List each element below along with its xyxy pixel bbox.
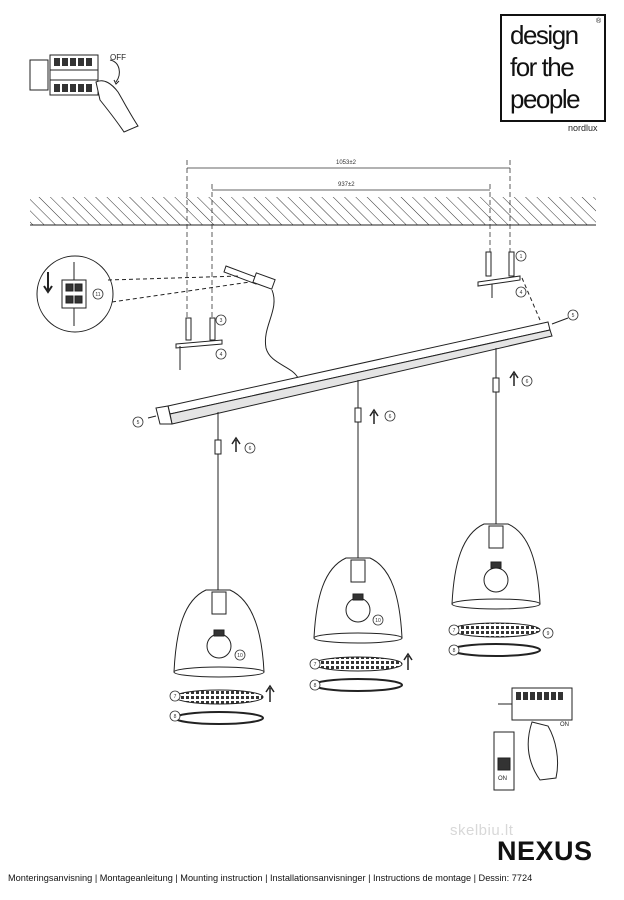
callout-numbers: 11 3 4 1 4 5 5 6 6 6 10 10 7 8 7 8 7 8 9	[95, 254, 574, 720]
svg-text:8: 8	[314, 683, 317, 689]
product-name: NEXUS	[497, 836, 593, 866]
svg-text:10: 10	[375, 618, 381, 624]
svg-text:9: 9	[547, 631, 550, 637]
dimension-lines	[186, 160, 511, 340]
on-label-top: ON	[560, 722, 569, 728]
pendant-shade-right	[451, 523, 541, 657]
svg-text:4: 4	[220, 352, 223, 358]
svg-text:11: 11	[95, 292, 100, 298]
on-label-bottom: ON	[498, 776, 507, 782]
footer-caption: Monteringsanvisning | Montageanleitung |…	[8, 873, 533, 883]
up-arrows	[231, 370, 519, 452]
off-label: OFF	[110, 53, 126, 62]
svg-text:6: 6	[526, 379, 529, 385]
svg-text:5: 5	[137, 420, 140, 426]
callout-markers	[92, 250, 579, 722]
watermark: skelbiu.lt	[450, 822, 514, 839]
ceiling-rail	[147, 317, 569, 425]
pendant-shade-middle	[313, 557, 413, 692]
svg-text:3: 3	[220, 318, 223, 324]
svg-text:5: 5	[572, 313, 575, 319]
svg-text:6: 6	[389, 414, 392, 420]
svg-text:7: 7	[453, 628, 456, 634]
brand-sub: nordlux	[568, 123, 598, 133]
dimension-outer: 1053±2	[336, 160, 357, 166]
connector-block	[223, 265, 299, 379]
left-bracket	[175, 317, 223, 370]
registered-mark: ®	[596, 18, 602, 25]
svg-text:4: 4	[520, 290, 523, 296]
dimension-inner: 937±2	[338, 182, 355, 188]
connector-detail-zoom	[36, 255, 251, 333]
svg-text:8: 8	[174, 714, 177, 720]
svg-text:6: 6	[249, 446, 252, 452]
ceiling	[30, 197, 596, 225]
svg-text:8: 8	[453, 648, 456, 654]
svg-text:10: 10	[237, 653, 243, 659]
pendant-shade-left	[173, 589, 275, 725]
fuse-box-off	[29, 54, 139, 133]
brand-logo: design for the people	[500, 14, 606, 122]
pendant-cords	[214, 348, 500, 590]
svg-text:7: 7	[174, 694, 177, 700]
fuse-box-on	[493, 687, 573, 791]
svg-text:1: 1	[520, 254, 523, 260]
svg-text:7: 7	[314, 662, 317, 668]
right-bracket	[477, 251, 541, 321]
